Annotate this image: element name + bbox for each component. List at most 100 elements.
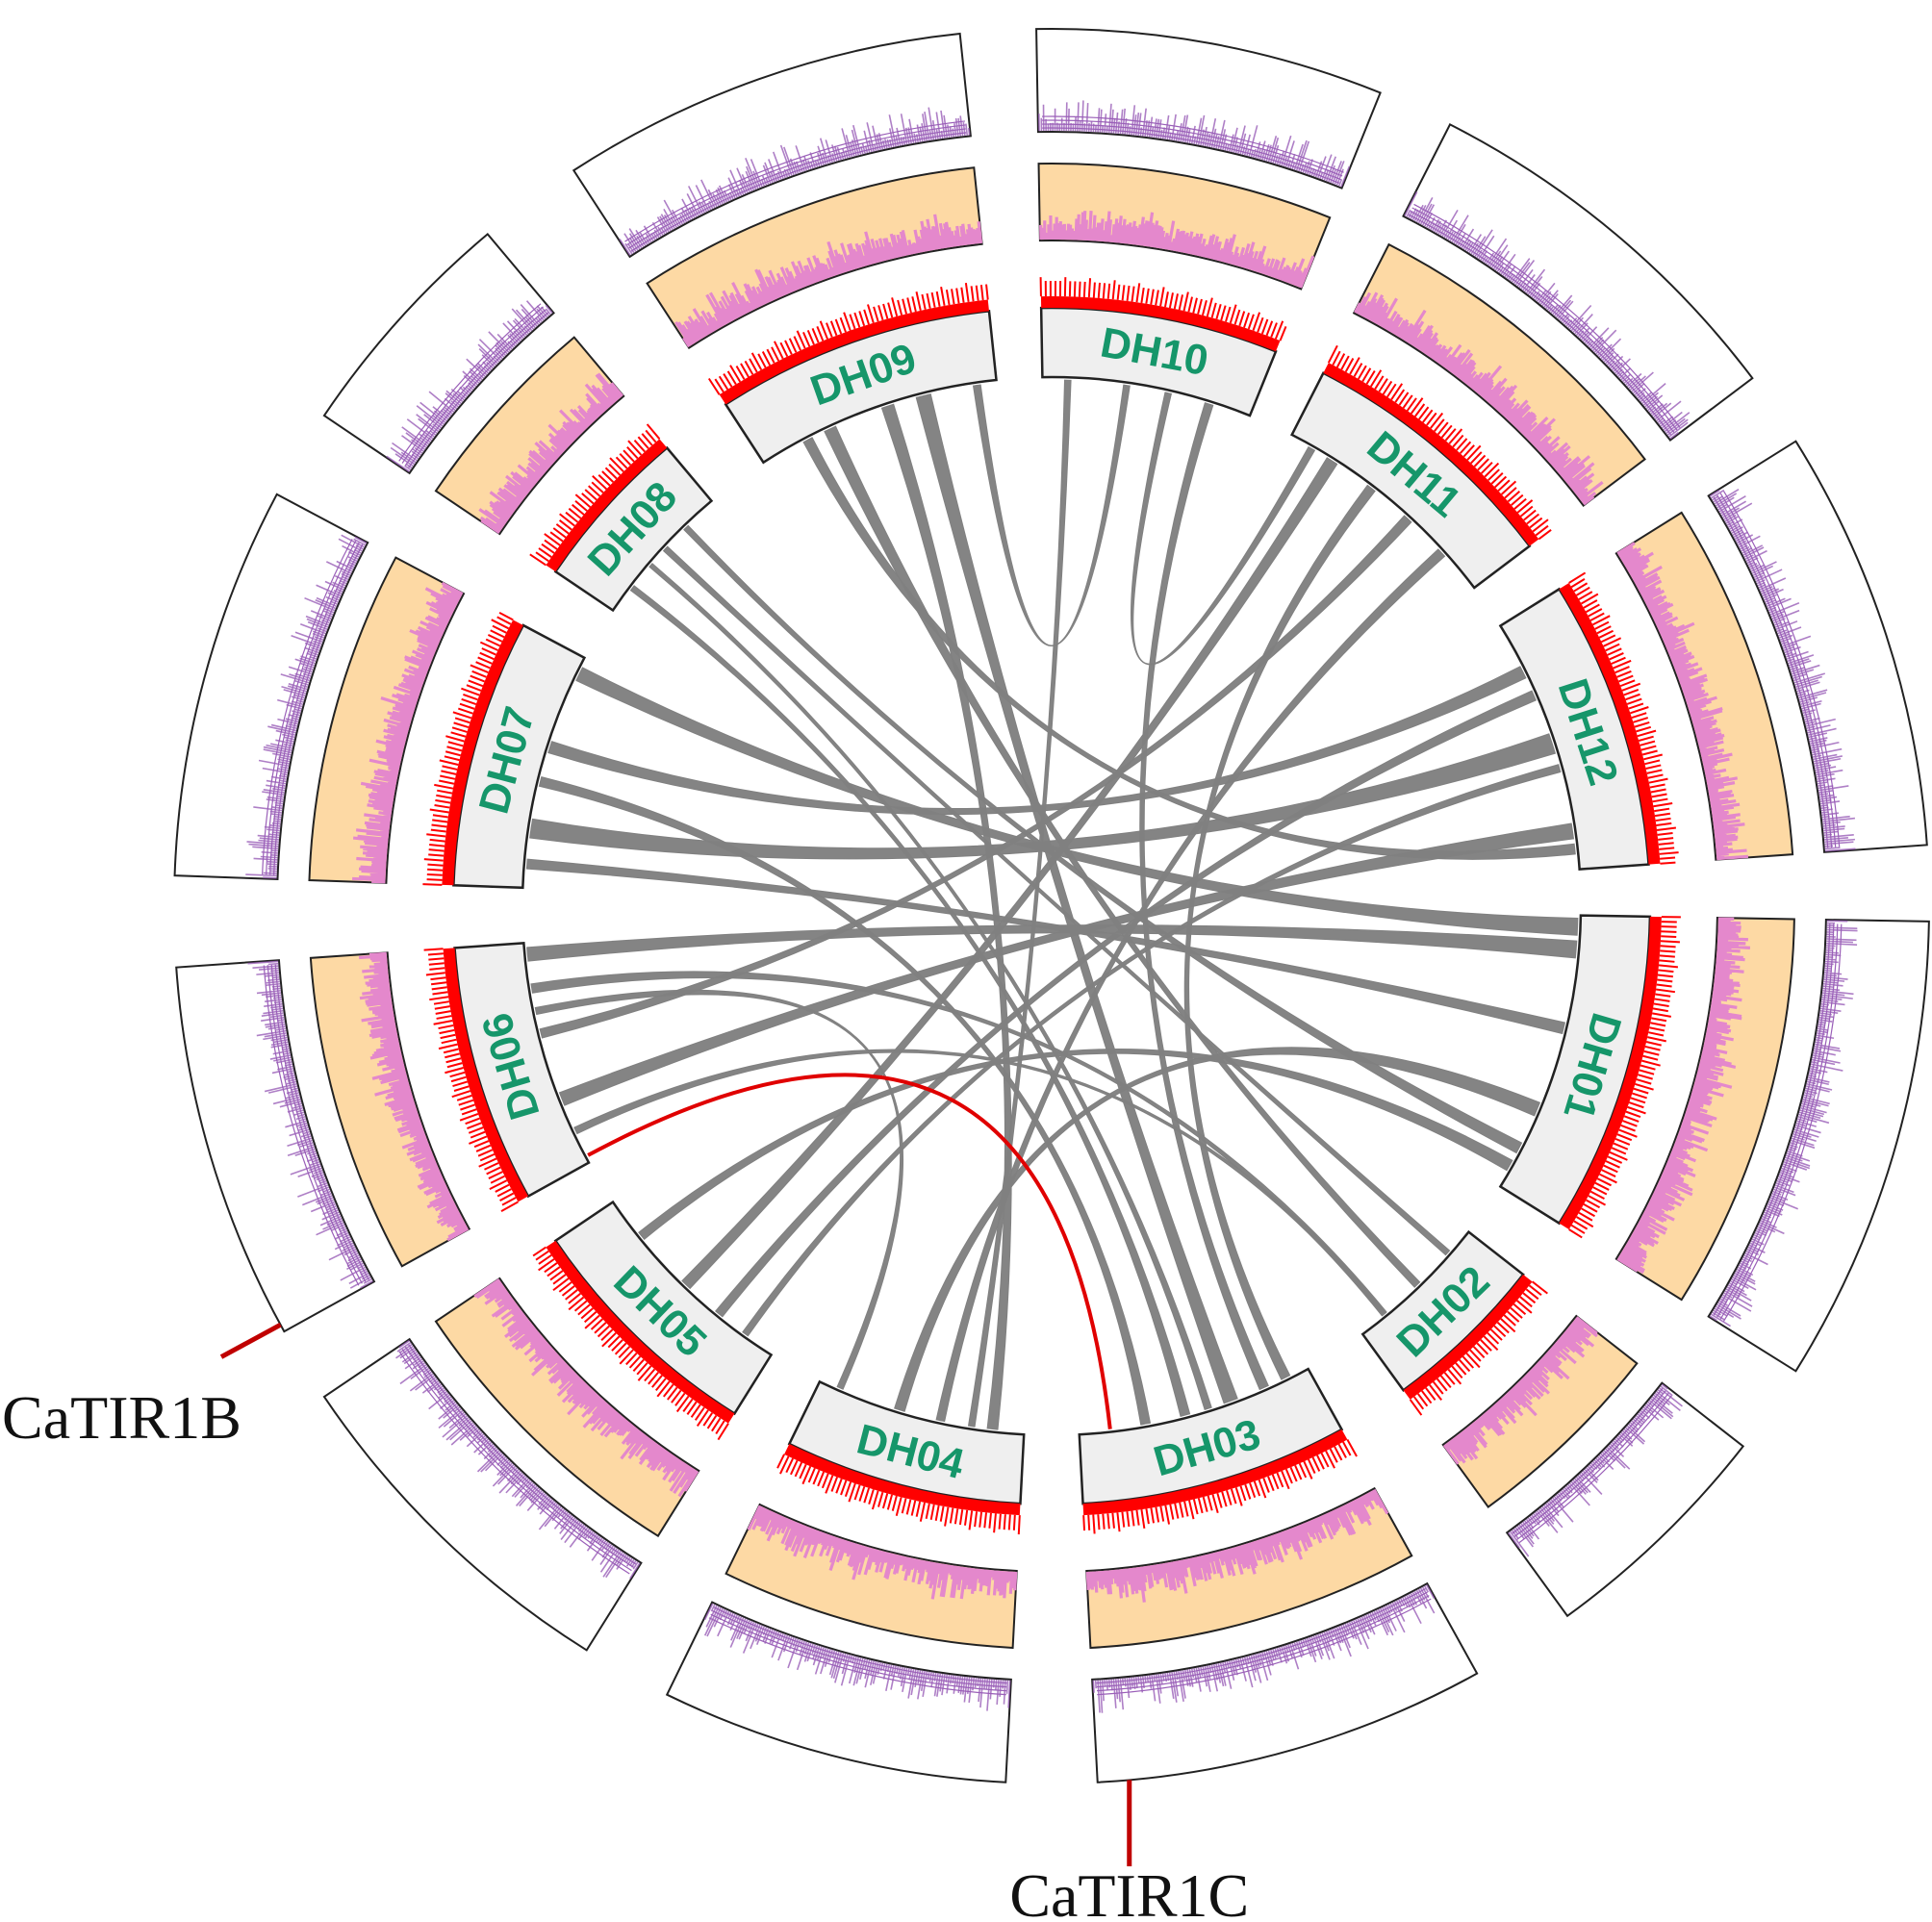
density-track-dh01 — [1707, 919, 1930, 1373]
ideogram-dh10 — [1039, 306, 1278, 417]
tick-band-dh03 — [1082, 1429, 1348, 1516]
synteny-link-12 — [824, 425, 1421, 1288]
ideogram-dh11 — [1290, 371, 1532, 590]
density-arc-dh09 — [630, 132, 967, 252]
density-arc-dh09 — [624, 120, 965, 242]
density-arc-dh04 — [708, 1617, 1006, 1696]
density-arc-dh05 — [404, 1346, 634, 1568]
density-arc-dh03 — [1096, 1595, 1430, 1692]
synteny-link-10 — [525, 858, 1566, 1035]
density-track-dh03 — [1091, 1581, 1479, 1783]
synteny-link-20 — [1139, 402, 1269, 1391]
histogram-bars-dh02 — [1442, 1316, 1598, 1465]
density-arc-dh02 — [1518, 1395, 1672, 1544]
tick-band-dh11 — [1323, 363, 1539, 546]
synteny-link-24 — [802, 437, 1576, 860]
highlighted-link-catir1b-catir1c — [587, 1073, 1112, 1429]
tick-band-dh06 — [443, 948, 528, 1202]
density-arc-dh10 — [1042, 119, 1343, 177]
tick-marks-dh03 — [1082, 1439, 1358, 1534]
tick-marks-dh08 — [529, 423, 661, 567]
gene-label-catir1b: CaTIR1B — [2, 1383, 242, 1452]
density-arc-dh06 — [270, 964, 367, 1282]
tick-band-dh02 — [1403, 1274, 1533, 1400]
density-track-dh09 — [572, 32, 972, 259]
tick-marks-dh12 — [1568, 571, 1679, 865]
ideogram-dh07 — [452, 623, 587, 890]
tick-marks-dh10 — [1039, 277, 1287, 341]
ideogram-dh06 — [453, 942, 591, 1199]
tick-marks-dh01 — [1568, 916, 1681, 1239]
tick-band-dh04 — [784, 1444, 1021, 1516]
density-arc-dh06 — [263, 965, 360, 1286]
synteny-link-21 — [530, 971, 1387, 1317]
histogram-bars-dh03 — [1085, 1488, 1389, 1603]
density-arc-dh08 — [404, 309, 547, 467]
density-track-dh06 — [175, 959, 376, 1333]
density-arc-dh07 — [269, 542, 360, 875]
synteny-link-15 — [683, 524, 1523, 1154]
histogram-bars-dh09 — [674, 214, 983, 348]
density-arc-dh06 — [267, 965, 363, 1284]
density-arc-dh06 — [274, 964, 369, 1280]
density-arc-dh05 — [408, 1344, 637, 1565]
density-arc-dh03 — [1096, 1591, 1428, 1688]
density-arc-dh07 — [262, 539, 353, 875]
synteny-link-22 — [638, 1049, 1513, 1241]
synteny-link-1 — [575, 667, 1579, 936]
synteny-link-2 — [526, 924, 1578, 962]
histogram-track-dh11 — [1352, 242, 1646, 507]
gene-labels-layer: CaTIR1B CaTIR1C — [2, 1322, 1249, 1922]
density-arc-dh02 — [1512, 1388, 1664, 1534]
density-track-dh02 — [1505, 1381, 1745, 1618]
density-arc-dh05 — [398, 1351, 630, 1575]
ideogram-dh12 — [1498, 587, 1650, 871]
density-arc-dh08 — [398, 303, 542, 462]
density-arc-dh10 — [1042, 127, 1340, 184]
histogram-bars-dh10 — [1039, 211, 1315, 289]
synteny-link-16 — [1130, 392, 1316, 666]
histogram-bars-dh11 — [1354, 291, 1604, 506]
density-arc-dh12 — [1723, 491, 1841, 847]
density-lines-dh12 — [1709, 489, 1856, 852]
ideogram-dh05 — [553, 1200, 774, 1416]
tick-band-dh09 — [719, 299, 989, 405]
synteny-link-25 — [538, 776, 1152, 1426]
density-arc-dh01 — [1713, 923, 1831, 1316]
synteny-link-18 — [715, 690, 1538, 1318]
density-arc-dh12 — [1713, 496, 1829, 848]
density-arc-dh08 — [401, 306, 544, 464]
density-arc-dh09 — [628, 128, 966, 249]
ideogram-dh01 — [1498, 914, 1652, 1226]
density-arc-dh04 — [710, 1613, 1007, 1692]
density-arc-dh04 — [712, 1610, 1007, 1688]
density-track-dh11 — [1402, 123, 1754, 442]
synteny-link-17 — [972, 384, 1131, 647]
ideogram-dh02 — [1360, 1229, 1525, 1392]
synteny-link-5 — [967, 379, 1072, 1428]
density-arc-dh02 — [1513, 1390, 1666, 1537]
density-arc-dh01 — [1716, 923, 1835, 1318]
density-arc-dh05 — [401, 1349, 632, 1572]
synteny-link-29 — [648, 563, 1212, 1410]
links-layer — [525, 379, 1579, 1430]
density-arc-dh08 — [408, 312, 549, 468]
histogram-bars-dh04 — [747, 1505, 1018, 1600]
tick-marks-dh11 — [1327, 344, 1552, 541]
synteny-link-19 — [935, 548, 1446, 1423]
histogram-bars-dh08 — [478, 372, 624, 534]
tick-marks-dh05 — [532, 1246, 729, 1441]
density-track-dh08 — [322, 232, 555, 475]
histogram-bars-dh06 — [358, 951, 470, 1242]
synteny-link-28 — [573, 1049, 1387, 1317]
density-arc-dh07 — [273, 544, 364, 875]
synteny-link-26 — [1183, 484, 1376, 1380]
synteny-link-27 — [742, 764, 1562, 1337]
synteny-link-14 — [629, 585, 1191, 1417]
density-track-dh12 — [1707, 440, 1928, 853]
tick-marks-dh02 — [1409, 1280, 1548, 1416]
density-track-dh04 — [665, 1601, 1012, 1783]
histogram-track-dh05 — [434, 1277, 700, 1538]
histogram-track-dh10 — [1037, 163, 1332, 291]
